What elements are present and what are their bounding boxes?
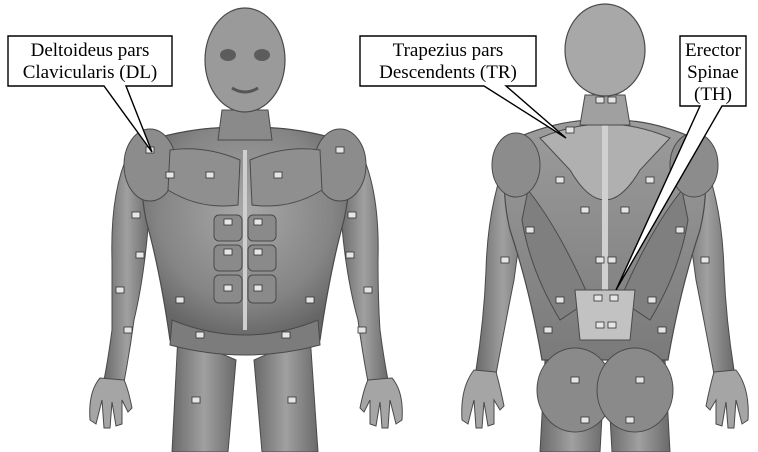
- electrode-marker: [544, 327, 552, 333]
- electrode-marker: [192, 397, 200, 403]
- electrode-marker: [224, 249, 232, 255]
- electrode-marker: [701, 257, 709, 263]
- electrode-marker: [176, 297, 184, 303]
- electrode-marker: [348, 212, 356, 218]
- electrode-marker: [132, 212, 140, 218]
- electrode-marker: [254, 285, 262, 291]
- electrode-marker: [636, 377, 644, 383]
- electrode-marker: [116, 287, 124, 293]
- electrode-marker: [224, 219, 232, 225]
- electrode-marker: [166, 172, 174, 178]
- electrode-marker: [306, 297, 314, 303]
- electrode-marker: [610, 295, 618, 301]
- electrode-marker: [346, 252, 354, 258]
- label-erector-line1: Erector: [683, 40, 743, 62]
- label-erector: Erector Spinae (TH): [683, 40, 743, 106]
- electrode-marker: [581, 207, 589, 213]
- electrode-marker: [626, 417, 634, 423]
- electrode-marker: [224, 285, 232, 291]
- electrode-marker: [608, 322, 616, 328]
- electrode-marker: [608, 257, 616, 263]
- electrode-marker: [596, 97, 604, 103]
- electrode-marker: [501, 257, 509, 263]
- electrode-marker: [596, 257, 604, 263]
- electrode-marker: [136, 252, 144, 258]
- electrode-marker: [254, 249, 262, 255]
- electrode-marker: [358, 327, 366, 333]
- electrode-marker: [336, 147, 344, 153]
- electrode-marker: [288, 397, 296, 403]
- electrode-marker: [596, 322, 604, 328]
- electrode-marker: [608, 97, 616, 103]
- electrode-marker: [646, 177, 654, 183]
- label-trapezius-line1: Trapezius pars: [363, 40, 533, 62]
- electrode-marker: [556, 297, 564, 303]
- electrode-marker: [658, 327, 666, 333]
- electrode-marker: [621, 207, 629, 213]
- electrode-marker: [566, 127, 574, 133]
- label-trapezius-line2: Descendents (TR): [363, 62, 533, 84]
- electrode-marker: [364, 287, 372, 293]
- electrode-marker: [274, 172, 282, 178]
- electrode-marker: [648, 297, 656, 303]
- label-deltoideus-line1: Deltoideus pars: [10, 40, 170, 62]
- electrode-marker: [124, 327, 132, 333]
- electrode-marker: [196, 332, 204, 338]
- electrode-marker: [594, 295, 602, 301]
- label-deltoideus-line2: Clavicularis (DL): [10, 62, 170, 84]
- electrode-marker: [556, 177, 564, 183]
- electrode-marker: [571, 377, 579, 383]
- electrode-marker: [206, 172, 214, 178]
- label-erector-line2: Spinae: [683, 62, 743, 84]
- label-erector-line3: (TH): [683, 84, 743, 106]
- label-trapezius: Trapezius pars Descendents (TR): [363, 40, 533, 84]
- electrode-marker: [581, 417, 589, 423]
- label-deltoideus: Deltoideus pars Clavicularis (DL): [10, 40, 170, 84]
- electrode-marker: [282, 332, 290, 338]
- electrode-marker: [676, 227, 684, 233]
- electrode-marker: [254, 219, 262, 225]
- electrode-marker: [526, 227, 534, 233]
